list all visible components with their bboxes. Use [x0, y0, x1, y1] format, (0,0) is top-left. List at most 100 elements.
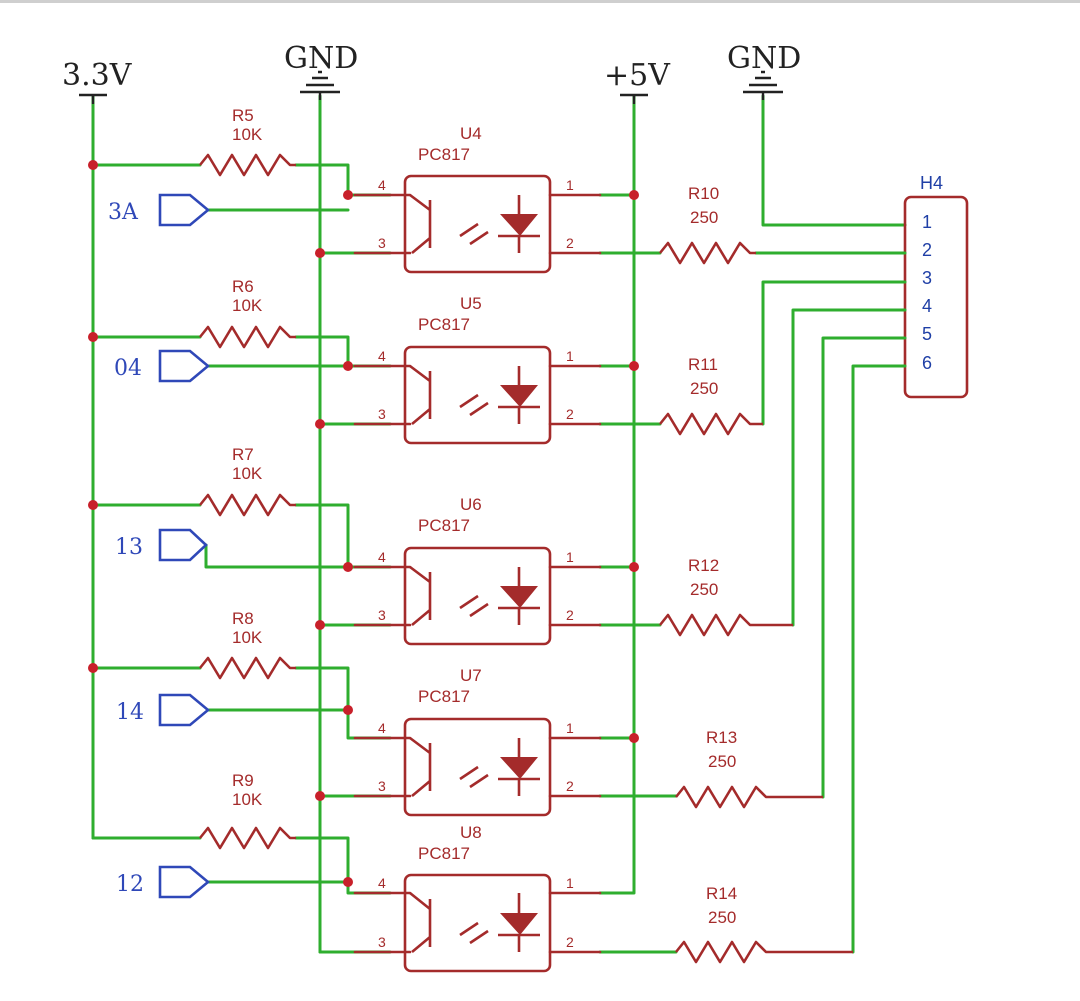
ch-u4-resistor-r10 — [658, 241, 756, 265]
header-pin-2: 2 — [922, 240, 932, 260]
channel-u5: 04 R6 10K U5 PC817 R11 250 4 3 1 2 — [88, 277, 763, 445]
ch-u7-input-label: 14 — [116, 700, 144, 725]
ch-u5-light-arrows — [459, 393, 489, 417]
ch-u4-opto-part: PC817 — [418, 145, 470, 164]
ch-u5-r-name: R6 — [232, 277, 254, 296]
ch-u5-opto-part: PC817 — [418, 315, 470, 334]
h4-wire-6 — [851, 364, 907, 954]
ch-u4-junction-3v3 — [88, 160, 98, 170]
ch-u8-pin3-label: 3 — [378, 934, 386, 950]
ch-u4-light-arrows — [459, 222, 489, 246]
ch-u6-junction-3v3 — [88, 500, 98, 510]
ch-u6-input-port — [158, 528, 208, 562]
channel-u7: 14 R8 10K U7 PC817 R13 250 4 3 1 2 — [88, 609, 823, 817]
rail-5v: +5V — [604, 58, 671, 104]
ch-u6-load-name: R12 — [688, 556, 719, 575]
ch-u6-pin3-label: 3 — [378, 607, 386, 623]
ch-u8-opto-body — [403, 873, 552, 973]
ch-u4-r-value: 10K — [232, 125, 263, 144]
ch-u6-load-value: 250 — [690, 580, 718, 599]
rail-5v-label: +5V — [604, 58, 671, 93]
ch-u8-input-label: 12 — [116, 872, 144, 897]
ch-u6-pin2-label: 2 — [566, 607, 574, 623]
ch-u7-light-arrows — [459, 765, 489, 789]
ch-u5-pin2-label: 2 — [566, 406, 574, 422]
header-wires — [754, 251, 907, 954]
ch-u7-r-value: 10K — [232, 628, 263, 647]
ch-u4-led-bar — [498, 195, 540, 253]
ch-u7-load-name: R13 — [706, 728, 737, 747]
ch-u6-pin1-label: 1 — [566, 549, 574, 565]
ch-u8-load-value: 250 — [708, 908, 736, 927]
ch-u7-junction-3v3 — [88, 663, 98, 673]
ch-u8-pin1-label: 1 — [566, 875, 574, 891]
ch-u5-junction-gnd — [315, 419, 325, 429]
ch-u6-phototransistor — [409, 565, 432, 626]
ch-u5-load-value: 250 — [690, 379, 718, 398]
ch-u5-junction-5v — [629, 361, 639, 371]
ch-u7-opto-part: PC817 — [418, 687, 470, 706]
ch-u4-r-name: R5 — [232, 106, 254, 125]
ch-u4-pin2-label: 2 — [566, 235, 574, 251]
header-pin-3: 3 — [922, 268, 932, 288]
ch-u4-pin3-label: 3 — [378, 235, 386, 251]
ch-u4-resistor-r5 — [198, 153, 296, 177]
ch-u7-opto-name: U7 — [460, 666, 482, 685]
ch-u6-junction-pin4 — [343, 562, 353, 572]
ch-u5-phototransistor — [409, 364, 432, 425]
ch-u4-pin1-label: 1 — [566, 177, 574, 193]
ch-u8-led-diode — [500, 913, 538, 935]
ch-u5-junction-pin4 — [343, 361, 353, 371]
ch-u6-junction-5v — [629, 562, 639, 572]
ch-u7-load-value: 250 — [708, 752, 736, 771]
ch-u6-led-bar — [498, 567, 540, 625]
ch-u8-r-name: R9 — [232, 771, 254, 790]
ch-u8-junction-pin4 — [343, 877, 353, 887]
ch-u8-anode-wire — [598, 883, 636, 895]
h4-wire-3 — [761, 280, 907, 426]
channel-u6: 13 R7 10K U6 PC817 R12 250 4 3 1 2 — [88, 445, 793, 646]
ch-u7-r-name: R8 — [232, 609, 254, 628]
ch-u8-resistor-r9 — [198, 826, 296, 850]
rail-gnd-1: GND — [284, 41, 358, 100]
ch-u4-junction-gnd — [315, 248, 325, 258]
ch-u4-input-port — [158, 193, 211, 227]
ch-u5-junction-3v3 — [88, 332, 98, 342]
ch-u5-pin3-label: 3 — [378, 406, 386, 422]
ch-u4-load-name: R10 — [688, 184, 719, 203]
ch-u4-junction-5v — [629, 190, 639, 200]
ch-u4-phototransistor — [409, 193, 432, 254]
ch-u5-input-label: 04 — [114, 356, 142, 381]
ch-u6-opto-name: U6 — [460, 495, 482, 514]
ch-u5-r-value: 10K — [232, 296, 263, 315]
ch-u4-junction-pin4 — [343, 190, 353, 200]
ch-u6-opto-body — [403, 546, 552, 646]
ch-u7-junction-pin4 — [343, 705, 353, 715]
header-h4: H4 1 2 3 4 5 6 — [903, 173, 969, 399]
ch-u5-led-bar — [498, 366, 540, 424]
ch-u6-pin4-label: 4 — [378, 549, 386, 565]
ch-u7-opto-body — [403, 717, 552, 817]
ch-u6-r-value: 10K — [232, 464, 263, 483]
ch-u6-opto-part: PC817 — [418, 516, 470, 535]
header-h4-name: H4 — [920, 173, 943, 193]
ch-u5-pin4-label: 4 — [378, 348, 386, 364]
header-pin-5: 5 — [922, 324, 932, 344]
header-pin-4: 4 — [922, 296, 932, 316]
ch-u8-resistor-r14 — [674, 940, 853, 964]
ch-u5-input-port — [158, 349, 211, 383]
rail-3v3: 3.3V — [62, 58, 133, 104]
ch-u5-led-diode — [500, 385, 538, 407]
ch-u8-load-name: R14 — [706, 884, 737, 903]
ch-u7-pin4-label: 4 — [378, 720, 386, 736]
ch-u6-junction-gnd — [315, 620, 325, 630]
ch-u8-pin4-label: 4 — [378, 875, 386, 891]
h4-wire-4 — [791, 308, 907, 627]
ch-u7-led-bar — [498, 738, 540, 796]
ch-u8-opto-name: U8 — [460, 823, 482, 842]
ch-u6-input-label: 13 — [115, 535, 143, 560]
ch-u8-light-arrows — [459, 921, 489, 945]
h4-wire-5 — [821, 336, 907, 799]
ch-u4-pin4-label: 4 — [378, 177, 386, 193]
ch-u6-input-wire — [204, 543, 350, 569]
